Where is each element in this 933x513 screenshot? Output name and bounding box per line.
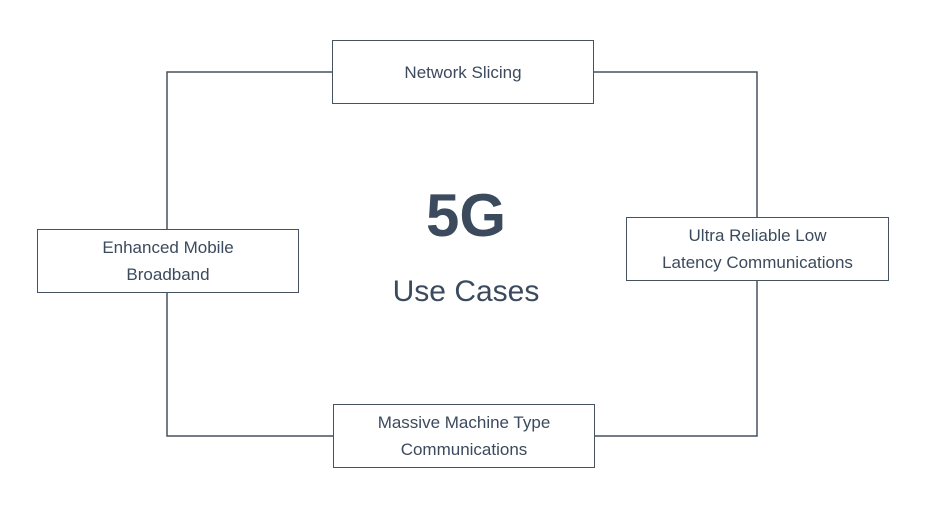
node-label-line-2: Latency Communications: [662, 253, 853, 272]
node-label-line-1: Massive Machine Type: [377, 413, 551, 432]
node-label: Network Slicing: [404, 62, 522, 82]
node-network-slicing: Network Slicing: [332, 40, 594, 104]
diagram-subtitle: Use Cases: [392, 275, 540, 308]
diagram-title: 5G: [425, 182, 507, 249]
node-label-line-2: Communications: [400, 440, 528, 459]
node-label-line-2: Broadband: [126, 265, 210, 284]
node-label-line-1: Enhanced Mobile: [102, 238, 234, 257]
connector-right-bottom: [595, 281, 758, 437]
node-label-line-1: Ultra Reliable Low: [688, 226, 827, 245]
node-enhanced-mobile-broadband: Enhanced Mobile Broadband: [37, 229, 299, 293]
connector-top-right: [594, 71, 758, 217]
node-massive-machine-type: Massive Machine Type Communications: [333, 404, 595, 468]
connector-left-top: [166, 71, 332, 229]
connector-bottom-left: [166, 293, 333, 437]
node-ultra-reliable-low-latency: Ultra Reliable Low Latency Communication…: [626, 217, 889, 281]
